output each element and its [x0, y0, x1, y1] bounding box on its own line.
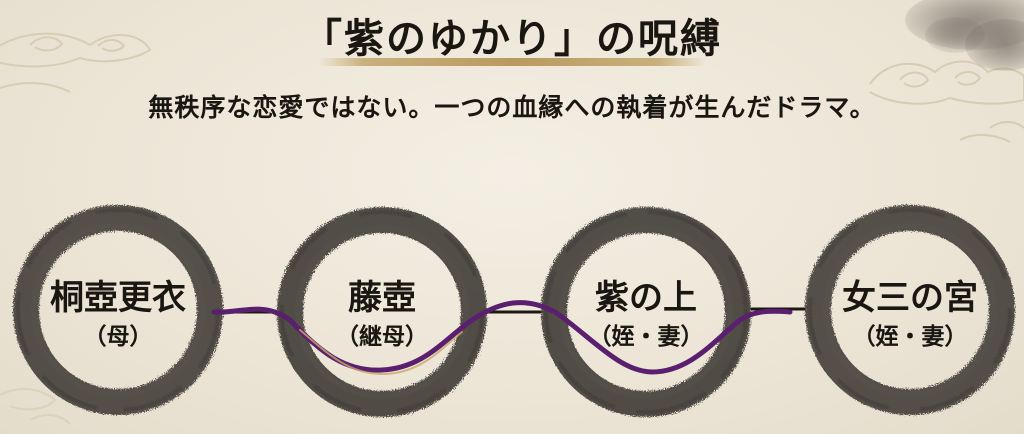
person-node-murasaki: 紫の上 （姪・妻）: [536, 278, 756, 352]
cloud-decoration-left: [0, 32, 152, 93]
person-name: 女三の宮: [842, 278, 978, 318]
ink-cloud-icon: [905, 0, 1024, 71]
enso-circle-4: [805, 205, 1015, 415]
person-name: 桐壺更衣: [50, 278, 186, 318]
person-node-kiritsubo: 桐壺更衣 （母）: [8, 278, 228, 352]
person-name: 藤壺: [348, 278, 416, 318]
person-role: （姪・妻）: [852, 323, 968, 350]
person-role: （姪・妻）: [588, 323, 704, 350]
person-role: （継母）: [336, 323, 428, 350]
person-role: （母）: [83, 323, 153, 350]
person-node-fujitsubo: 藤壺 （継母）: [272, 278, 492, 352]
wave-decoration-bottom-left: [0, 388, 71, 425]
page-subtitle: 無秩序な恋愛ではない。一つの血縁への執着が生んだドラマ。: [148, 93, 876, 122]
person-node-onna-san-no-miya: 女三の宮 （姪・妻）: [800, 278, 1020, 352]
title-underline: [318, 58, 706, 66]
person-name: 紫の上: [595, 278, 697, 318]
purple-thread: [211, 300, 793, 376]
page-title: 「紫のゆかり」の呪縛: [302, 15, 722, 62]
